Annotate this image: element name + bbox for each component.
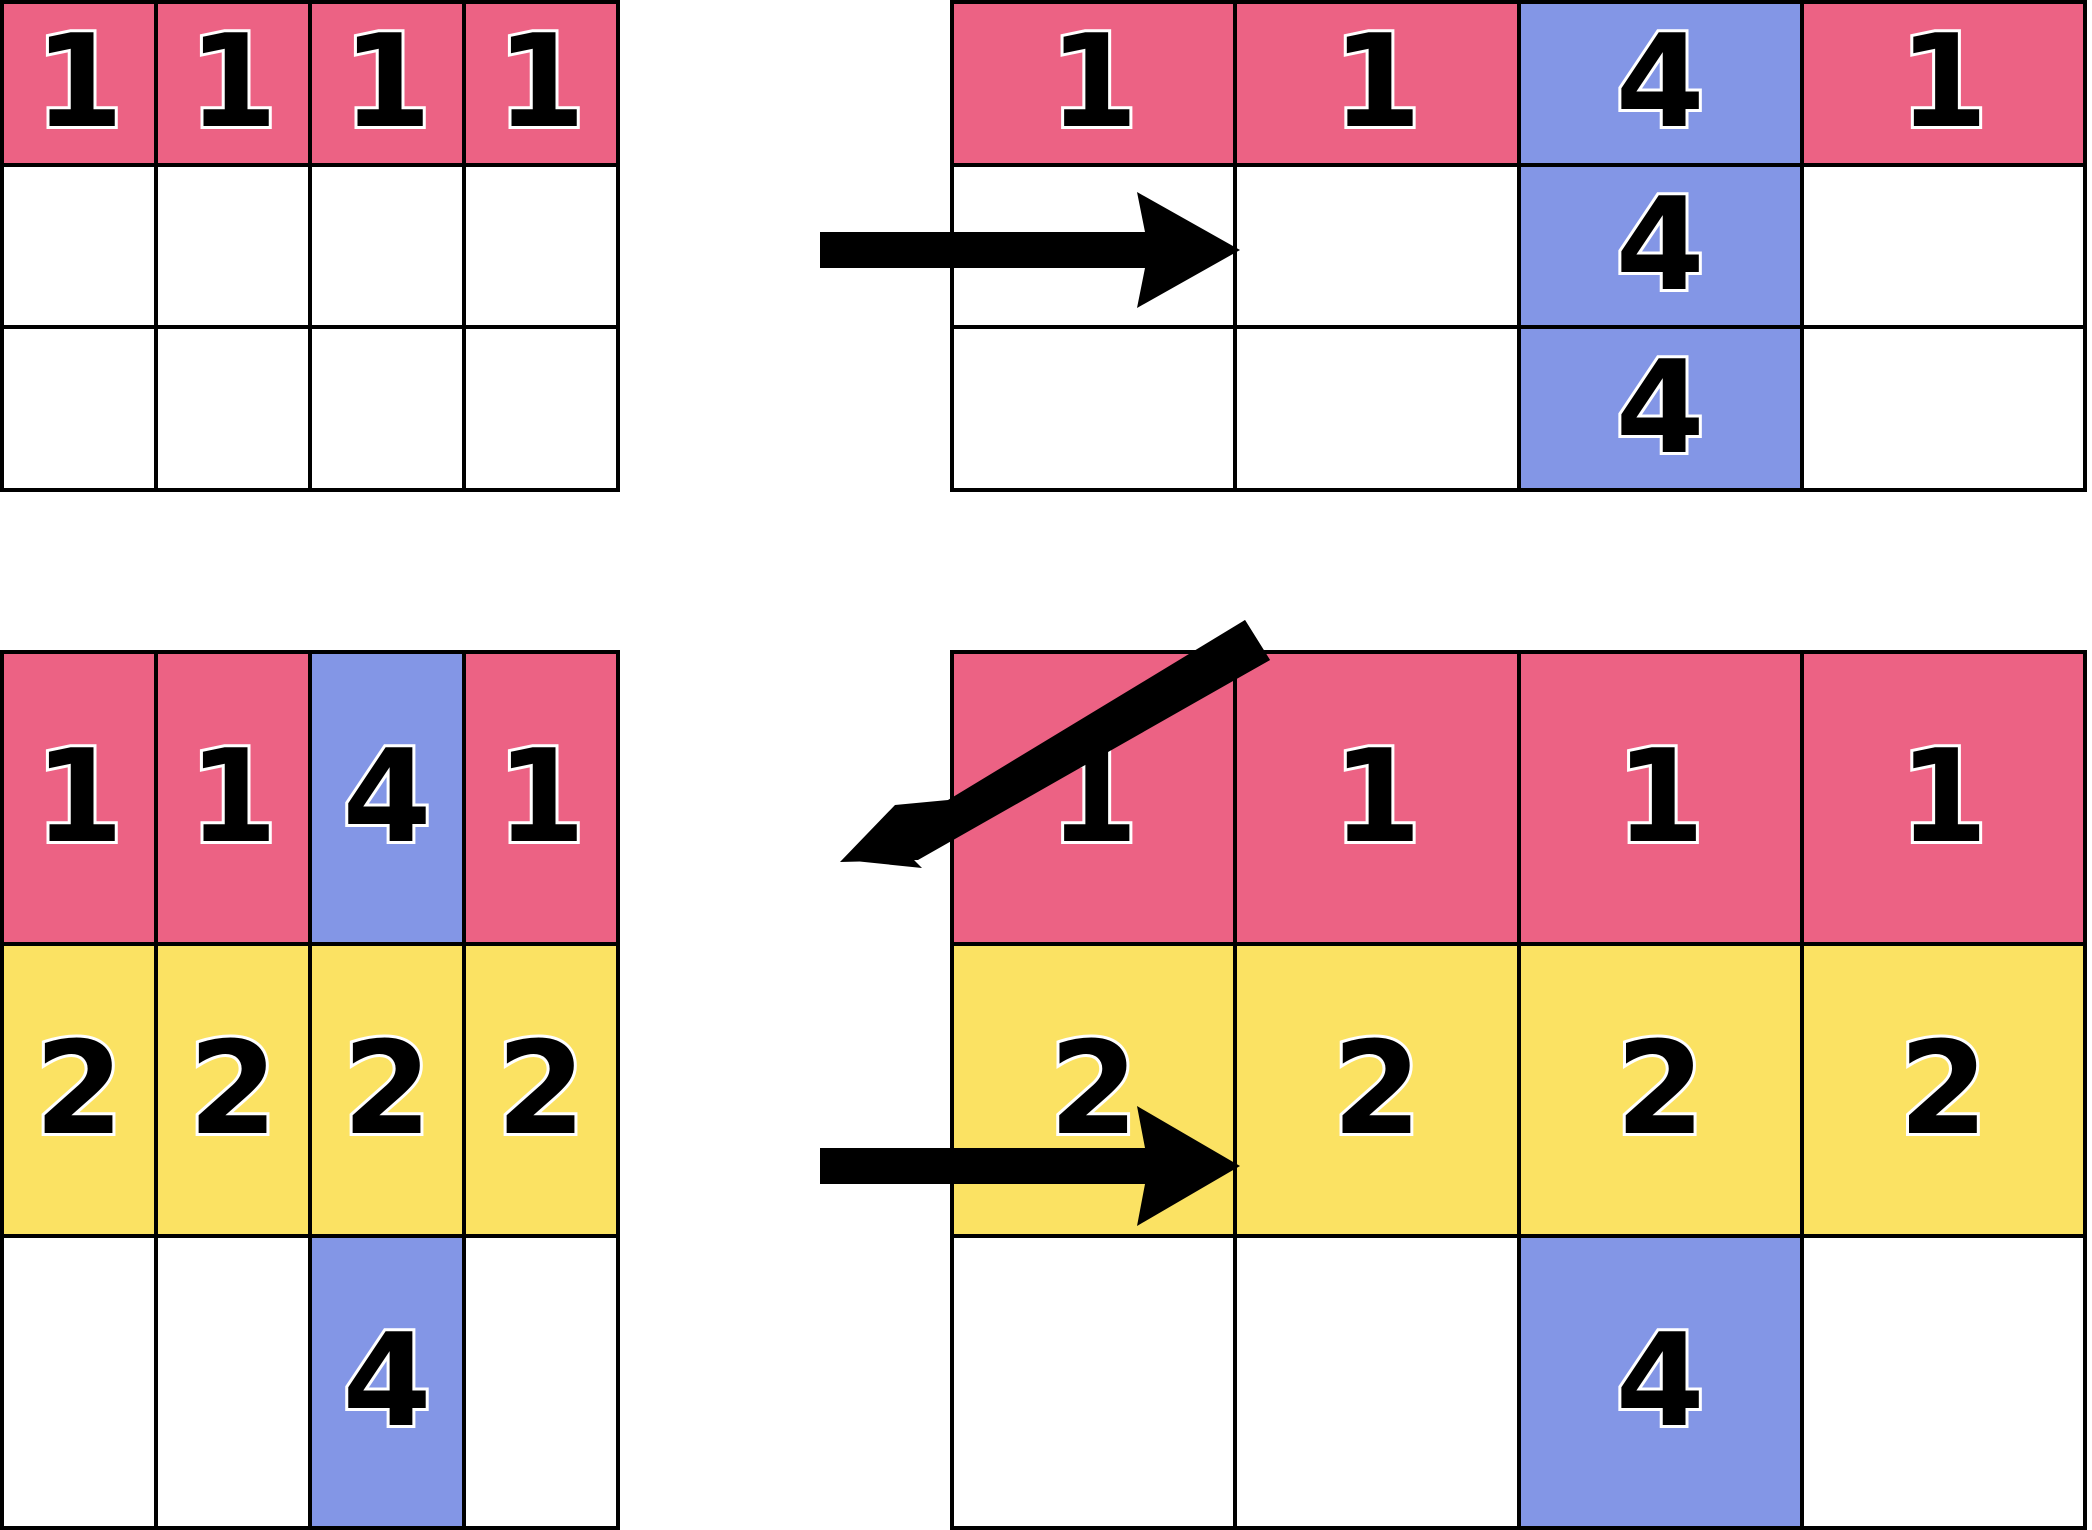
arrow-down-left-icon xyxy=(840,620,1270,868)
grid-input-2: 1 1 4 1 2 2 2 2 4 xyxy=(0,650,620,1530)
grid-cell xyxy=(158,329,308,488)
grid-cell xyxy=(312,329,462,488)
cell-value: 2 xyxy=(493,1015,588,1164)
grid-cell: 1 xyxy=(1803,4,2083,163)
grid-cell: 1 xyxy=(158,654,308,942)
cell-value: 1 xyxy=(493,8,588,158)
grid-cell xyxy=(1803,166,2083,326)
grid-cell: 1 xyxy=(158,4,308,163)
grid-cell xyxy=(1803,329,2083,488)
grid-cell: 1 xyxy=(4,4,154,163)
grid-cell xyxy=(1803,1238,2083,1526)
cell-value: 2 xyxy=(185,1015,280,1164)
cell-value: 1 xyxy=(339,8,434,158)
grid-cell: 4 xyxy=(1520,1238,1800,1526)
grid-cell xyxy=(954,1238,1234,1526)
grid-cell xyxy=(158,1238,308,1526)
grid-cell: 4 xyxy=(1520,329,1800,488)
grid-cell xyxy=(158,166,308,326)
grid-cell: 4 xyxy=(1520,166,1800,326)
grid-cell: 4 xyxy=(312,1238,462,1526)
grid-cell: 2 xyxy=(1520,946,1800,1234)
cell-value: 1 xyxy=(1046,8,1141,158)
grid-cell xyxy=(312,166,462,326)
cell-value: 1 xyxy=(1613,723,1708,872)
grid-cell: 1 xyxy=(1520,654,1800,942)
cell-value: 4 xyxy=(339,723,434,872)
grid-cell xyxy=(4,329,154,488)
cell-value: 2 xyxy=(339,1015,434,1164)
cell-value: 1 xyxy=(1896,8,1991,158)
grid-input-1: 1 1 1 1 xyxy=(0,0,620,492)
cell-value: 4 xyxy=(1613,333,1708,483)
cell-value: 4 xyxy=(339,1307,434,1456)
grid-output-2: 1 1 1 1 2 2 2 2 4 xyxy=(950,650,2087,1530)
cell-value: 1 xyxy=(493,723,588,872)
cell-value: 1 xyxy=(185,723,280,872)
grid-cell: 2 xyxy=(954,946,1234,1234)
grid-cell xyxy=(1237,1238,1517,1526)
grid-cell: 2 xyxy=(312,946,462,1234)
grid-cell: 1 xyxy=(466,654,616,942)
cell-value: 2 xyxy=(1896,1015,1991,1164)
cell-value: 4 xyxy=(1613,8,1708,158)
grid-cell: 2 xyxy=(158,946,308,1234)
grid-output-1: 1 1 4 1 4 4 xyxy=(950,0,2087,492)
grid-cell xyxy=(4,1238,154,1526)
arrow-right-icon xyxy=(820,192,1240,308)
cell-value: 2 xyxy=(1613,1015,1708,1164)
grid-cell: 2 xyxy=(466,946,616,1234)
grid-cell xyxy=(1237,166,1517,326)
cell-value: 1 xyxy=(1896,723,1991,872)
grid-cell xyxy=(1237,329,1517,488)
grid-cell xyxy=(466,166,616,326)
grid-cell: 4 xyxy=(1520,4,1800,163)
grid-cell: 1 xyxy=(1237,4,1517,163)
grid-cell: 1 xyxy=(4,654,154,942)
cell-value: 2 xyxy=(31,1015,126,1164)
grid-cell: 1 xyxy=(954,4,1234,163)
cell-value: 1 xyxy=(1329,723,1424,872)
grid-cell: 1 xyxy=(312,4,462,163)
grid-cell xyxy=(954,329,1234,488)
cell-value: 2 xyxy=(1046,1015,1141,1164)
cell-value: 1 xyxy=(31,8,126,158)
grid-cell: 1 xyxy=(1803,654,2083,942)
cell-value: 1 xyxy=(185,8,280,158)
grid-cell xyxy=(466,329,616,488)
cell-value: 1 xyxy=(31,723,126,872)
grid-cell: 2 xyxy=(1803,946,2083,1234)
grid-cell: 4 xyxy=(312,654,462,942)
grid-cell: 2 xyxy=(1237,946,1517,1234)
cell-value: 4 xyxy=(1613,170,1708,320)
grid-cell xyxy=(4,166,154,326)
arrow-right-icon xyxy=(820,1106,1240,1226)
cell-value: 2 xyxy=(1329,1015,1424,1164)
grid-cell: 1 xyxy=(466,4,616,163)
cell-value: 1 xyxy=(1329,8,1424,158)
grid-cell xyxy=(466,1238,616,1526)
grid-cell: 1 xyxy=(1237,654,1517,942)
grid-cell: 2 xyxy=(4,946,154,1234)
cell-value: 4 xyxy=(1613,1307,1708,1456)
